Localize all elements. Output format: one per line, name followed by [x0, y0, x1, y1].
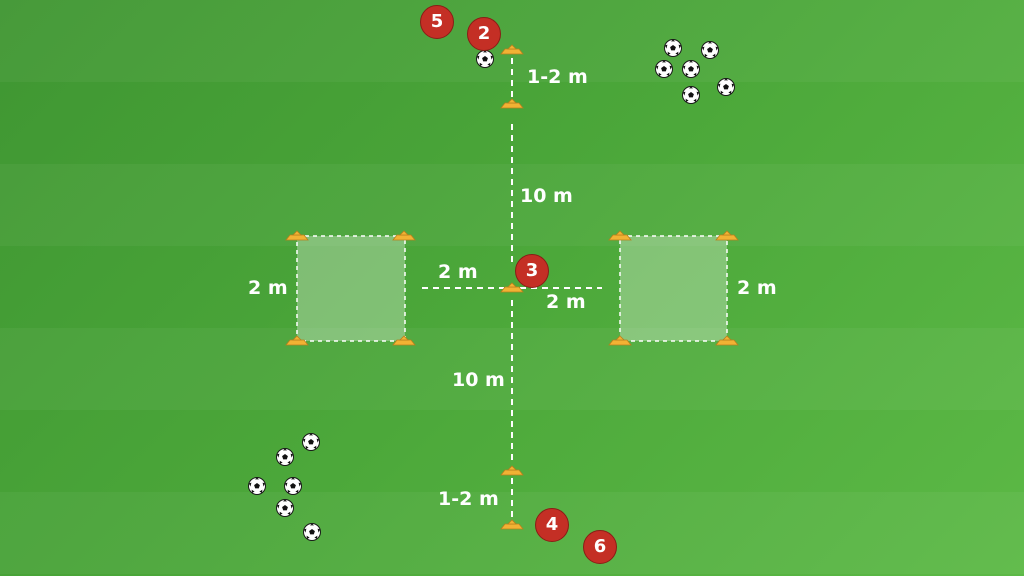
player-6: 6 [583, 530, 617, 564]
soccer-ball-icon [701, 41, 719, 59]
soccer-ball-icon [276, 499, 294, 517]
soccer-ball-icon [655, 60, 673, 78]
soccer-ball-icon [302, 433, 320, 451]
soccer-ball-icon [303, 523, 321, 541]
soccer-ball-icon [276, 448, 294, 466]
cone-icon [392, 230, 416, 241]
cone-icon [285, 230, 309, 241]
cone-icon [500, 44, 524, 55]
right-grid-square [619, 235, 728, 342]
soccer-ball-icon [664, 39, 682, 57]
player-3: 3 [515, 254, 549, 288]
left-gap-label: 2 m [438, 261, 478, 283]
bottom-distance-label: 10 m [452, 369, 505, 391]
left-square-side-label: 2 m [248, 277, 288, 299]
cone-icon [500, 465, 524, 476]
player-2: 2 [467, 17, 501, 51]
top-distance-label: 10 m [520, 185, 573, 207]
bottom-gap-label: 1-2 m [438, 488, 499, 510]
player-5: 5 [420, 5, 454, 39]
soccer-ball-icon [476, 50, 494, 68]
top-gap-label: 1-2 m [527, 66, 588, 88]
soccer-ball-icon [284, 477, 302, 495]
grass-stripe [0, 0, 1024, 82]
right-gap-label: 2 m [546, 291, 586, 313]
soccer-ball-icon [682, 60, 700, 78]
player-4: 4 [535, 508, 569, 542]
soccer-ball-icon [248, 477, 266, 495]
cone-icon [500, 282, 524, 293]
soccer-ball-icon [682, 86, 700, 104]
cone-icon [608, 230, 632, 241]
cone-icon [500, 98, 524, 109]
right-square-side-label: 2 m [737, 277, 777, 299]
cone-icon [500, 519, 524, 530]
cone-icon [715, 230, 739, 241]
left-grid-square [296, 235, 406, 342]
soccer-ball-icon [717, 78, 735, 96]
